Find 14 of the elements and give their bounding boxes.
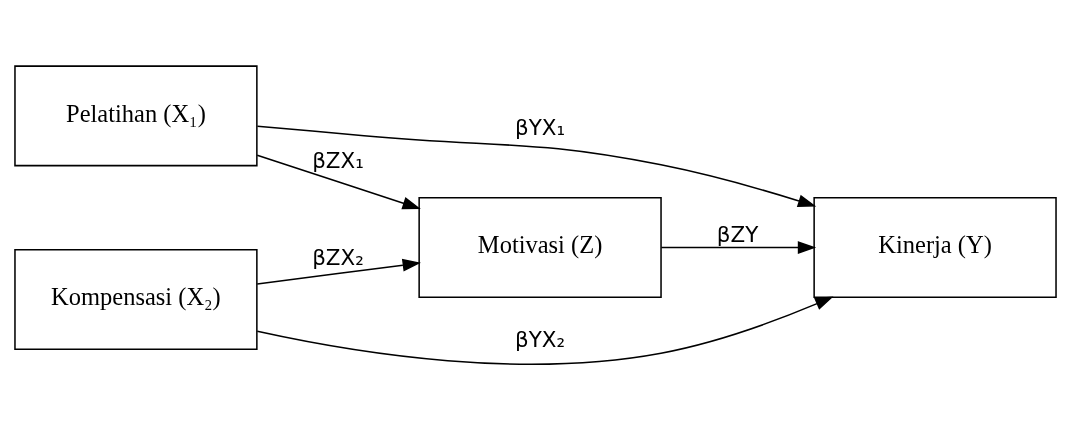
arrow bbox=[256, 153, 421, 209]
edge-label: βZX₁ bbox=[312, 147, 364, 173]
edge-label: βYX₂ bbox=[515, 326, 566, 352]
arrow bbox=[256, 258, 421, 285]
arrow bbox=[256, 124, 817, 207]
node-box: Kompensasi (X₂) bbox=[14, 248, 258, 350]
edge-label: βYX₁ bbox=[515, 114, 566, 140]
node-box: Kinerja (Y) bbox=[813, 196, 1057, 298]
arrow bbox=[660, 240, 817, 254]
node-box: Pelatihan (X₁) bbox=[14, 64, 258, 166]
arrow bbox=[256, 296, 834, 365]
node-box: Motivasi (Z) bbox=[418, 196, 662, 298]
edge-label: βZX₂ bbox=[312, 244, 364, 270]
edge-label: βZY bbox=[716, 221, 759, 247]
